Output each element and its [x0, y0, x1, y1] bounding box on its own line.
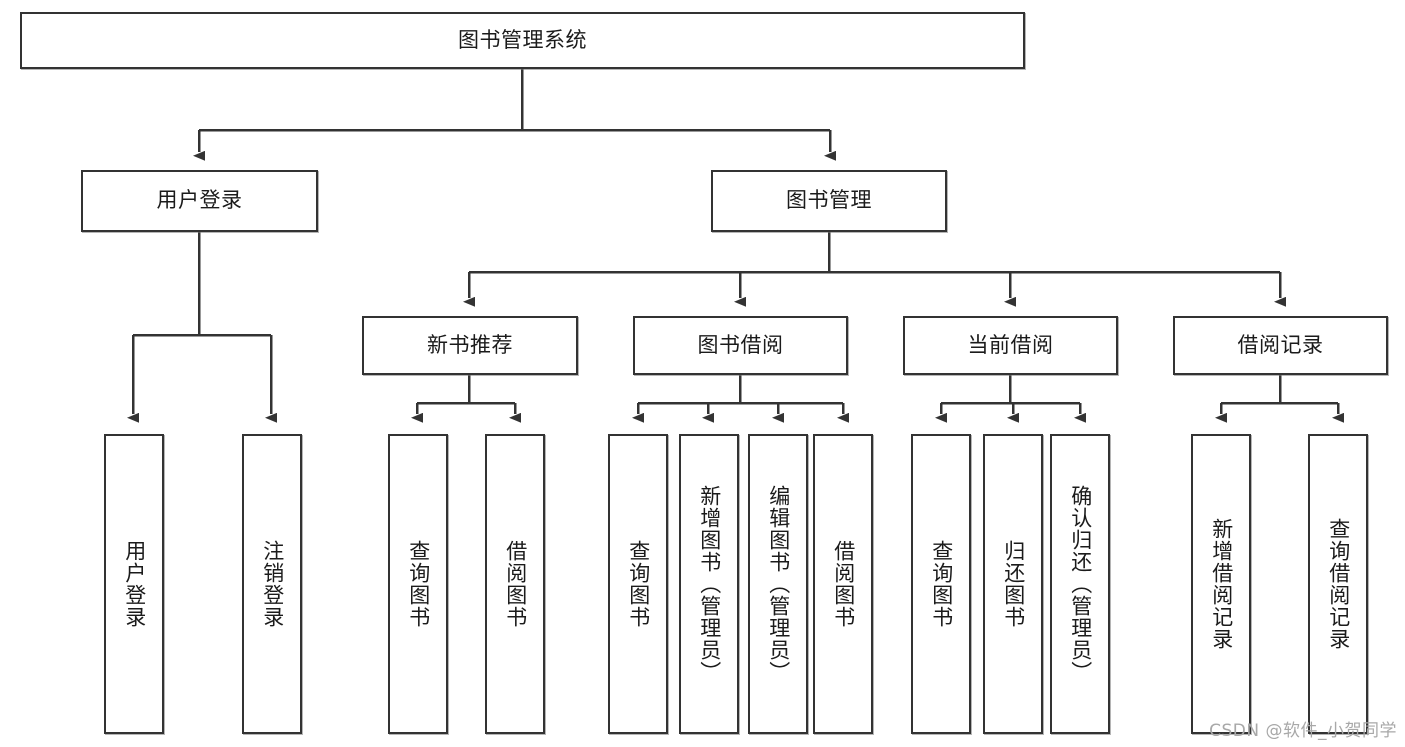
leaf-borrow-book-label: 借阅图书 [831, 540, 856, 628]
node-current-borrow-label: 当前借阅 [967, 332, 1054, 357]
leaf-edit-book-label: 编辑图书（管理员） [766, 485, 791, 683]
node-root-label: 图书管理系统 [458, 27, 587, 52]
node-book-borrow-label: 图书借阅 [697, 332, 784, 357]
leaf-query-book-borrow-label: 查询图书 [626, 540, 651, 628]
leaf-user-login-label: 用户登录 [122, 540, 147, 628]
leaf-confirm-return[interactable]: 确认归还（管理员） [1050, 434, 1110, 734]
node-user-login-label: 用户登录 [156, 188, 243, 213]
leaf-borrow-book-recommend-label: 借阅图书 [503, 540, 528, 628]
leaf-edit-book[interactable]: 编辑图书（管理员） [748, 434, 808, 734]
node-borrow-record-label: 借阅记录 [1237, 332, 1324, 357]
leaf-query-borrow-record[interactable]: 查询借阅记录 [1308, 434, 1368, 734]
leaf-query-book-recommend-label: 查询图书 [406, 540, 431, 628]
leaf-logout[interactable]: 注销登录 [242, 434, 302, 734]
leaf-add-borrow-record-label: 新增借阅记录 [1209, 518, 1234, 650]
csdn-watermark: CSDN @软件_小贺同学 [1209, 721, 1397, 741]
leaf-borrow-book-recommend[interactable]: 借阅图书 [485, 434, 545, 734]
leaf-user-login[interactable]: 用户登录 [104, 434, 164, 734]
leaf-query-book-current-label: 查询图书 [929, 540, 954, 628]
leaf-query-book-current[interactable]: 查询图书 [911, 434, 971, 734]
node-new-book-recommend[interactable]: 新书推荐 [362, 316, 578, 375]
node-current-borrow[interactable]: 当前借阅 [903, 316, 1118, 375]
leaf-query-borrow-record-label: 查询借阅记录 [1326, 518, 1351, 650]
node-new-book-recommend-label: 新书推荐 [427, 332, 513, 357]
node-book-manage[interactable]: 图书管理 [711, 170, 947, 232]
leaf-add-book[interactable]: 新增图书（管理员） [679, 434, 739, 734]
leaf-logout-label: 注销登录 [260, 540, 285, 628]
leaf-return-book[interactable]: 归还图书 [983, 434, 1043, 734]
leaf-borrow-book[interactable]: 借阅图书 [813, 434, 873, 734]
leaf-query-book-borrow[interactable]: 查询图书 [608, 434, 668, 734]
leaf-query-book-recommend[interactable]: 查询图书 [388, 434, 448, 734]
node-root[interactable]: 图书管理系统 [20, 12, 1025, 69]
leaf-return-book-label: 归还图书 [1001, 540, 1026, 628]
leaf-add-book-label: 新增图书（管理员） [697, 485, 722, 683]
node-book-borrow[interactable]: 图书借阅 [633, 316, 848, 375]
leaf-confirm-return-label: 确认归还（管理员） [1068, 485, 1093, 683]
node-book-manage-label: 图书管理 [786, 188, 872, 213]
leaf-add-borrow-record[interactable]: 新增借阅记录 [1191, 434, 1251, 734]
node-user-login[interactable]: 用户登录 [81, 170, 318, 232]
node-borrow-record[interactable]: 借阅记录 [1173, 316, 1388, 375]
